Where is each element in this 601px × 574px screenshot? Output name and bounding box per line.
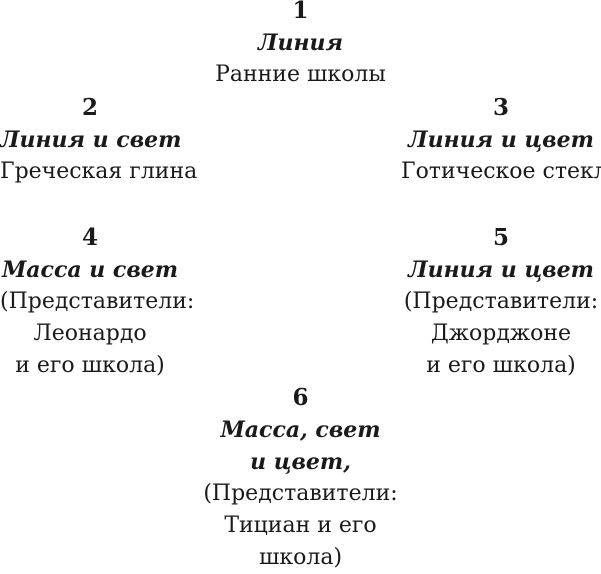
item-description-line: Тициан и его: [224, 513, 377, 538]
item-3: 3 Линия и цвет Готическое стекло: [401, 92, 601, 188]
item-number: 3: [492, 94, 509, 121]
item-description: Ранние школы: [215, 62, 386, 87]
item-title: Линия и цвет: [408, 127, 594, 153]
item-number: 5: [492, 224, 509, 251]
item-description-line: школа): [258, 545, 343, 570]
item-4: 4 Масса и свет (Представители: Леонардо …: [0, 222, 195, 382]
item-description-line: Леонардо: [33, 321, 147, 346]
item-description-line: (Представители:: [203, 481, 398, 506]
item-title: Линия и свет: [0, 127, 182, 153]
item-description-line: и его школа): [15, 353, 165, 378]
item-5: 5 Линия и цвет (Представители: Джорджоне…: [401, 222, 601, 382]
item-description-line: Джорджоне: [430, 321, 572, 346]
item-title-line: и цвет,: [250, 449, 351, 475]
item-description: Греческая глина: [0, 159, 198, 184]
item-title: Масса и свет: [1, 257, 179, 283]
item-description-line: (Представители:: [0, 289, 195, 314]
item-number: 4: [81, 224, 98, 251]
item-title: Линия: [258, 30, 343, 56]
item-description-line: (Представители:: [403, 289, 599, 314]
item-number: 6: [292, 384, 309, 411]
item-title-line: Масса, свет: [220, 417, 381, 443]
item-2: 2 Линия и свет Греческая глина: [0, 92, 198, 188]
item-title: Линия и цвет: [408, 257, 594, 283]
item-description-line: и его школа): [426, 353, 576, 378]
item-6: 6 Масса, свет и цвет, (Представители: Ти…: [0, 382, 601, 574]
item-number: 1: [292, 0, 309, 24]
item-1: 1 Линия Ранние школы: [0, 0, 601, 91]
item-number: 2: [81, 94, 98, 121]
item-description: Готическое стекло: [401, 159, 601, 184]
